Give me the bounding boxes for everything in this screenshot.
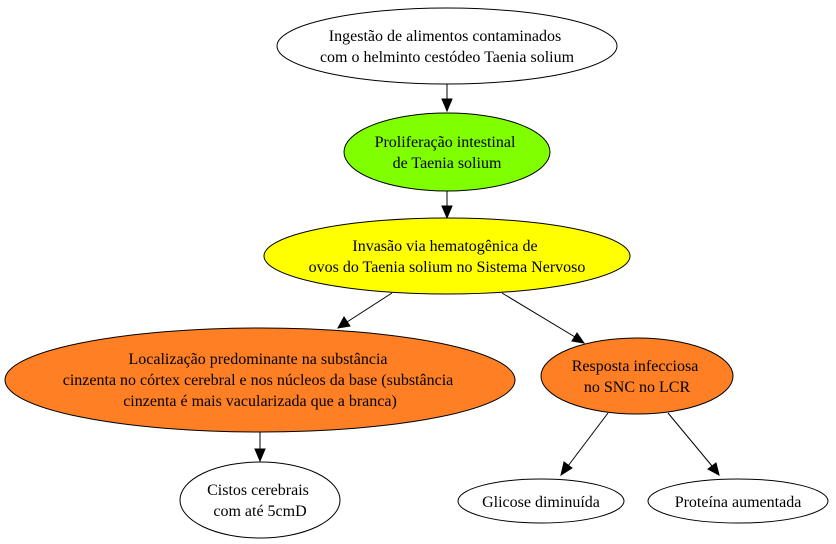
node-localizacao-shape	[4, 327, 516, 433]
node-cistos-line-1: Cistos cerebrais	[207, 482, 309, 499]
node-resposta: Resposta infecciosa no SNC no LCR	[540, 337, 734, 415]
node-localizacao-line-1: Localização predominante na substância	[129, 351, 388, 368]
node-resposta-line-2: no SNC no LCR	[584, 379, 691, 396]
node-glicose: Glicose diminuída	[457, 478, 625, 524]
node-resposta-shape	[540, 337, 734, 415]
edge-resposta-glicose	[560, 412, 609, 477]
edges	[254, 84, 720, 477]
nodes: Ingestão de alimentos contaminados com o…	[4, 7, 829, 539]
node-ingestao: Ingestão de alimentos contaminados com o…	[276, 7, 618, 85]
node-proliferacao-line-1: Proliferação intestinal	[375, 134, 516, 151]
node-proteina-label: Proteína aumentada	[675, 494, 802, 511]
node-proteina: Proteína aumentada	[647, 478, 829, 524]
node-glicose-shape	[457, 478, 625, 524]
node-proteina-shape	[647, 478, 829, 524]
node-glicose-label: Glicose diminuída	[482, 494, 600, 511]
node-proliferacao-line-2: de Taenia solium	[393, 155, 502, 172]
node-glicose-line-1: Glicose diminuída	[482, 494, 600, 511]
node-cistos: Cistos cerebrais com até 5cmD	[179, 461, 341, 539]
node-invasao-line-2: ovos do Taenia solium no Sistema Nervoso	[309, 259, 586, 276]
node-ingestao-shape	[276, 7, 618, 85]
node-localizacao-label: Localização predominante na substância c…	[63, 351, 458, 410]
node-resposta-label: Resposta infecciosa no SNC no LCR	[572, 358, 703, 396]
edge-invasao-resposta	[501, 292, 586, 344]
node-cistos-shape	[179, 461, 341, 539]
node-proliferacao-shape	[343, 112, 551, 192]
node-ingestao-label: Ingestão de alimentos contaminados com o…	[320, 28, 575, 66]
node-ingestao-line-1: Ingestão de alimentos contaminados	[329, 28, 561, 45]
edge-localizacao-cistos	[254, 432, 266, 463]
node-invasao-shape	[263, 217, 631, 295]
node-localizacao-line-3: cinzenta é mais vacularizada que a branc…	[123, 393, 397, 410]
node-proliferacao: Proliferação intestinal de Taenia solium	[343, 112, 551, 192]
node-proliferacao-label: Proliferação intestinal de Taenia solium	[375, 134, 520, 172]
node-ingestao-line-2: com o helminto cestódeo Taenia solium	[320, 49, 575, 66]
node-localizacao: Localização predominante na substância c…	[4, 327, 516, 433]
node-proteina-line-1: Proteína aumentada	[675, 494, 802, 511]
node-resposta-line-1: Resposta infecciosa	[572, 358, 699, 375]
node-invasao: Invasão via hematogênica de ovos do Taen…	[263, 217, 631, 295]
edge-ingestao-proliferacao	[441, 84, 453, 113]
edge-invasao-localizacao	[337, 292, 393, 329]
node-invasao-label: Invasão via hematogênica de ovos do Taen…	[309, 238, 586, 276]
node-cistos-label: Cistos cerebrais com até 5cmD	[207, 482, 313, 520]
node-invasao-line-1: Invasão via hematogênica de	[352, 238, 537, 255]
node-cistos-line-2: com até 5cmD	[213, 503, 306, 520]
edge-resposta-proteina	[667, 412, 720, 476]
edge-proliferacao-invasao	[441, 191, 453, 220]
node-localizacao-line-2: cinzenta no córtex cerebral e nos núcleo…	[63, 372, 454, 389]
